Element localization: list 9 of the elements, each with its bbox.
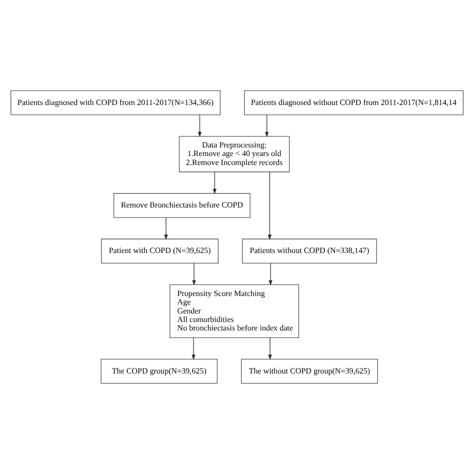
arrow (212, 172, 217, 194)
arrow (198, 114, 202, 138)
arrow (264, 114, 269, 138)
arrow (268, 172, 272, 240)
arrow (164, 217, 168, 240)
arrow (268, 262, 272, 286)
arrow (268, 337, 272, 360)
arrow (192, 337, 196, 360)
arrow (192, 262, 196, 286)
